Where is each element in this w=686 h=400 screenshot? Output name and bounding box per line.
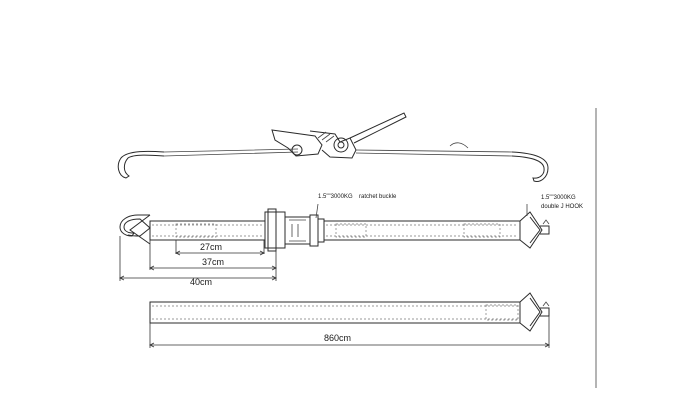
left-hook-side (119, 214, 151, 237)
dimension-37cm (149, 240, 277, 271)
ratchet-buckle-side (264, 208, 325, 252)
long-strap-body (149, 301, 521, 324)
short-strap-side-view (119, 203, 550, 281)
right-hook-side (519, 211, 543, 249)
strap-perspective-left (163, 148, 299, 157)
perspective-view (117, 112, 549, 182)
buckle-name-label: ratchet buckle (359, 194, 397, 200)
hook-spec-label: 1.5""3000KG (541, 195, 576, 201)
long-strap-right-hook (519, 292, 543, 332)
dimension-40cm (119, 236, 277, 281)
dimension-37cm-label: 37cm (202, 257, 224, 267)
left-j-hook-perspective (117, 150, 165, 179)
buckle-leader-line (315, 203, 319, 219)
dimension-40cm-label: 40cm (190, 277, 212, 287)
strap-perspective-right (355, 149, 513, 157)
strap-right-segment (323, 220, 521, 241)
ratchet-buckle-perspective (271, 112, 407, 159)
dimension-27cm-label: 27cm (200, 242, 222, 252)
right-j-hook-perspective (511, 151, 549, 182)
dimension-860cm (149, 316, 550, 348)
hook-name-label: double J HOOK (541, 204, 583, 210)
buckle-spec-label: 1.5""3000KG (318, 194, 353, 200)
dimension-860cm-label: 860cm (324, 333, 351, 343)
dimension-27cm (175, 240, 265, 256)
long-strap-side-view (149, 292, 550, 348)
